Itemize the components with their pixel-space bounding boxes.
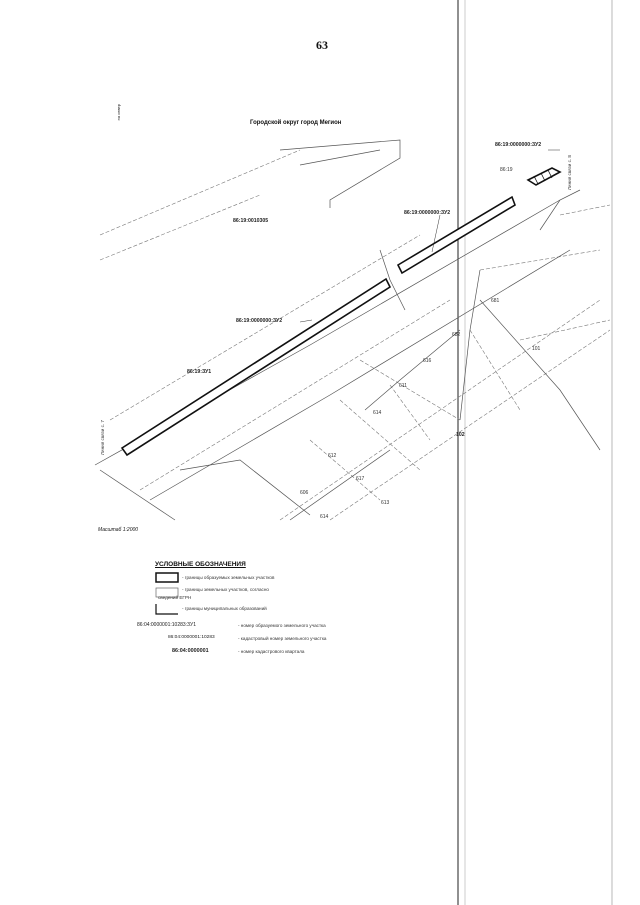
- legend-symbol-egrn: [155, 587, 179, 598]
- boundary-label-right: Линия связи с. 8: [567, 155, 572, 190]
- legend-title: УСЛОВНЫЕ ОБОЗНАЧЕНИЯ: [155, 561, 246, 568]
- label-zu2-mid: 86:19:0000000:ЗУ2: [404, 210, 451, 216]
- label-614b: 614: [320, 514, 329, 520]
- map-scale: Масштаб 1:2000: [98, 527, 139, 533]
- label-613: 613: [381, 500, 390, 506]
- label-614: 614: [373, 410, 382, 416]
- map-title: Городской округ город Мегион: [250, 120, 342, 126]
- legend-code-cadastral: 86:04:0000001:10283: [168, 635, 215, 640]
- boundary-label-left: Линия связи с. 7: [100, 420, 105, 455]
- label-617: 617: [356, 476, 365, 482]
- label-682: 682: [452, 332, 461, 338]
- legend-desc-cadastral: - кадастровый номер земельного участка: [238, 636, 327, 641]
- label-616: 616: [423, 358, 432, 364]
- legend-desc-egrn-2: сведений ЕГРН: [158, 595, 192, 600]
- label-101: 101: [532, 346, 541, 352]
- legend-symbol-municipal: [155, 604, 178, 615]
- legend-symbol-formed: [155, 572, 179, 583]
- label-zu2-left: 86:19:0000000:ЗУ2: [236, 318, 283, 324]
- egrn-boundaries: [94, 139, 601, 521]
- legend-symbols: [155, 572, 179, 615]
- label-102: 102: [456, 432, 465, 438]
- label-quarter-main: 86:19:0010305: [233, 218, 269, 224]
- page-number: 63: [316, 38, 328, 52]
- label-612: 612: [328, 453, 337, 459]
- label-681: 681: [491, 298, 500, 304]
- label-zu1: 86:19:ЗУ1: [187, 369, 212, 375]
- formed-parcels: [120, 167, 562, 457]
- legend-desc-formed-number: - номер образуемого земельного участка: [238, 623, 326, 628]
- legend-desc-egrn-1: - границы земельных участков, согласно: [182, 587, 269, 592]
- north-arrow-label: на север: [116, 104, 121, 121]
- label-zu2-top: 86:19:0000000:ЗУ2: [495, 142, 542, 148]
- legend-code-quarter: 86:04:0000001: [172, 648, 209, 654]
- legend-desc-municipal: - границы муниципальных образований: [182, 606, 267, 611]
- parcel-zu1-strip: [120, 277, 392, 457]
- legend-desc-quarter: - номер кадастрового квартала: [238, 649, 305, 654]
- dashed-boundaries: [99, 149, 611, 521]
- legend-desc-formed: - границы образуемых земельных участков: [182, 575, 275, 580]
- label-606: 606: [300, 490, 309, 496]
- parcel-zu2-end: [526, 167, 562, 186]
- parcel-zu2-strip: [396, 195, 516, 275]
- label-near-top: 86:19: [500, 167, 513, 173]
- legend-code-formed-number: 86:04:0000001:10283:ЗУ1: [137, 622, 196, 628]
- label-611: 611: [399, 383, 407, 389]
- leader-lines: [299, 149, 560, 323]
